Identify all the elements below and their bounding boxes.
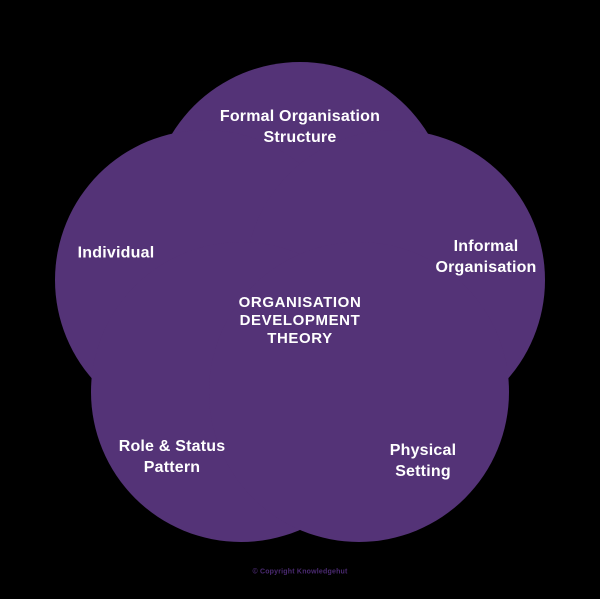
copyright-text: © Copyright Knowledgehut (252, 568, 348, 576)
petal-label-role-status-pattern: Role & Status Pattern (118, 438, 226, 476)
petal-label-physical-setting: Physical Setting (389, 442, 457, 480)
petal-label-formal-organisation-structure: Formal Organisation Structure (219, 108, 381, 146)
center-title: ORGANISATION DEVELOPMENT THEORY (238, 294, 362, 347)
petal-circle-bottom-right (209, 242, 509, 542)
petal-label-informal-organisation: Informal Organisation (435, 238, 537, 276)
petal-label-individual: Individual (77, 244, 155, 262)
